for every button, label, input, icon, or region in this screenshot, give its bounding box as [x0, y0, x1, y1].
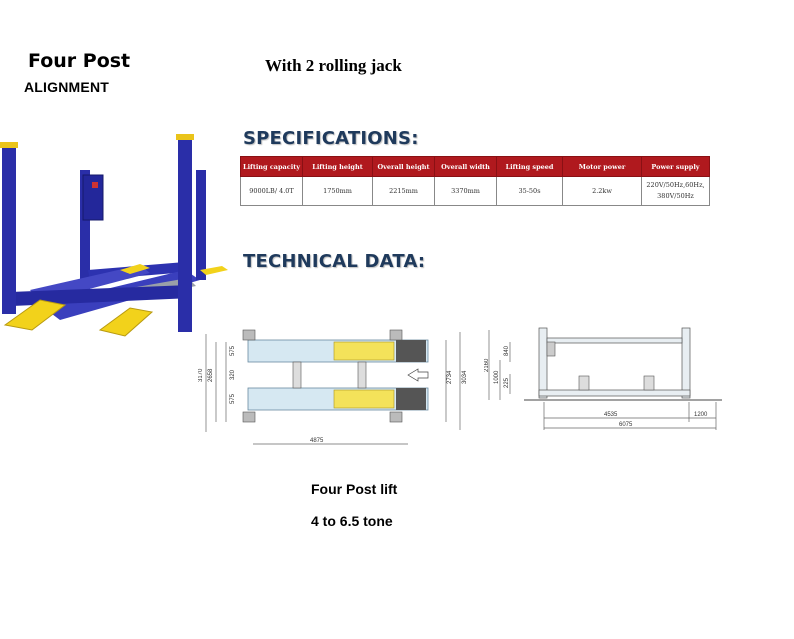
- post-front-right: [178, 136, 192, 332]
- side-dim-label: 1200: [694, 412, 708, 418]
- side-jack: [643, 375, 655, 391]
- table-row: 9000LB/ 4.0T 1750mm 2215mm 3370mm 35-50s…: [240, 176, 710, 206]
- plan-jack-top: [333, 341, 395, 361]
- ramp-back: [120, 264, 150, 274]
- side-runway: [538, 389, 691, 397]
- header-lifting-height: Lifting height: [302, 156, 373, 177]
- header-power-supply: Power supply: [641, 156, 710, 177]
- header-lifting-capacity: Lifting capacity: [240, 156, 303, 177]
- product-subtitle: ALIGNMENT: [24, 79, 110, 95]
- header-overall-width: Overall width: [434, 156, 497, 177]
- side-jack: [578, 375, 590, 391]
- side-dim-label: 1000: [494, 370, 500, 384]
- side-view-drawing: 2160 1000 840 225 4535 1200 6075: [484, 327, 722, 430]
- plan-post: [242, 411, 256, 423]
- technical-data-heading: TECHNICAL DATA:: [243, 251, 426, 272]
- cell-motor-power: 2.2kw: [562, 176, 642, 206]
- caption-lift-type: Four Post lift: [311, 481, 398, 497]
- control-box: [82, 174, 104, 221]
- side-top-beam: [546, 337, 683, 344]
- plan-post: [242, 329, 256, 341]
- plan-jack-bottom: [333, 389, 395, 409]
- post-cap: [176, 134, 194, 140]
- specifications-table: Lifting capacity Lifting height Overall …: [240, 156, 710, 206]
- cell-lifting-capacity: 9000LB/ 4.0T: [240, 176, 303, 206]
- side-dim-label: 225: [504, 377, 510, 388]
- side-control-box: [546, 341, 556, 357]
- post-back-left: [80, 170, 90, 290]
- cell-overall-height: 2215mm: [372, 176, 435, 206]
- cell-overall-width: 3370mm: [434, 176, 497, 206]
- ramp-right: [98, 307, 154, 337]
- caption-capacity: 4 to 6.5 tone: [311, 513, 393, 529]
- plan-dim-label: 575: [230, 393, 236, 404]
- lift-illustration: [0, 134, 228, 337]
- plan-dim-label: 3034: [462, 370, 468, 384]
- plan-ramp-bottom: [396, 388, 426, 410]
- plan-dim-label: 575: [230, 345, 236, 356]
- plan-ramp-top: [396, 340, 426, 362]
- side-dim-label: 4535: [604, 412, 618, 418]
- plan-dim-label: 3170: [198, 368, 204, 382]
- side-post-right: [681, 327, 691, 399]
- cell-lifting-height: 1750mm: [302, 176, 373, 206]
- plan-view-drawing: 3170 2658 575 320 575 2734 3034 4875: [198, 329, 468, 445]
- table-header-row: Lifting capacity Lifting height Overall …: [240, 156, 710, 177]
- header-motor-power: Motor power: [562, 156, 642, 177]
- plan-dim-label: 320: [230, 369, 236, 380]
- cell-power-supply: 220V/50Hz,60Hz, 380V/50Hz: [641, 176, 710, 206]
- plan-post: [389, 411, 403, 423]
- direction-arrow-icon: [407, 368, 429, 382]
- cross-beam-front: [10, 285, 192, 306]
- side-post-left: [538, 327, 548, 399]
- jack-note: With 2 rolling jack: [265, 56, 402, 75]
- plan-dim-label: 2658: [208, 368, 214, 382]
- plan-post: [389, 329, 403, 341]
- side-dim-label: 2160: [484, 358, 490, 372]
- product-title: Four Post: [28, 50, 131, 72]
- ramp-back-right: [200, 266, 228, 275]
- post-back-right: [196, 170, 206, 280]
- side-dim-label: 6075: [619, 422, 633, 428]
- header-overall-height: Overall height: [372, 156, 435, 177]
- plan-jack-beam: [357, 361, 367, 389]
- side-dim-label: 840: [504, 345, 510, 356]
- plan-dim-label: 2734: [447, 370, 453, 384]
- ramp-left: [3, 299, 67, 331]
- plan-jack-beam: [292, 361, 302, 389]
- post-front-left: [2, 144, 16, 314]
- cell-lifting-speed: 35-50s: [496, 176, 563, 206]
- specifications-heading: SPECIFICATIONS:: [243, 128, 419, 149]
- control-button: [92, 182, 98, 188]
- post-cap: [0, 142, 18, 148]
- plan-dim-label: 4875: [310, 438, 324, 444]
- header-lifting-speed: Lifting speed: [496, 156, 563, 177]
